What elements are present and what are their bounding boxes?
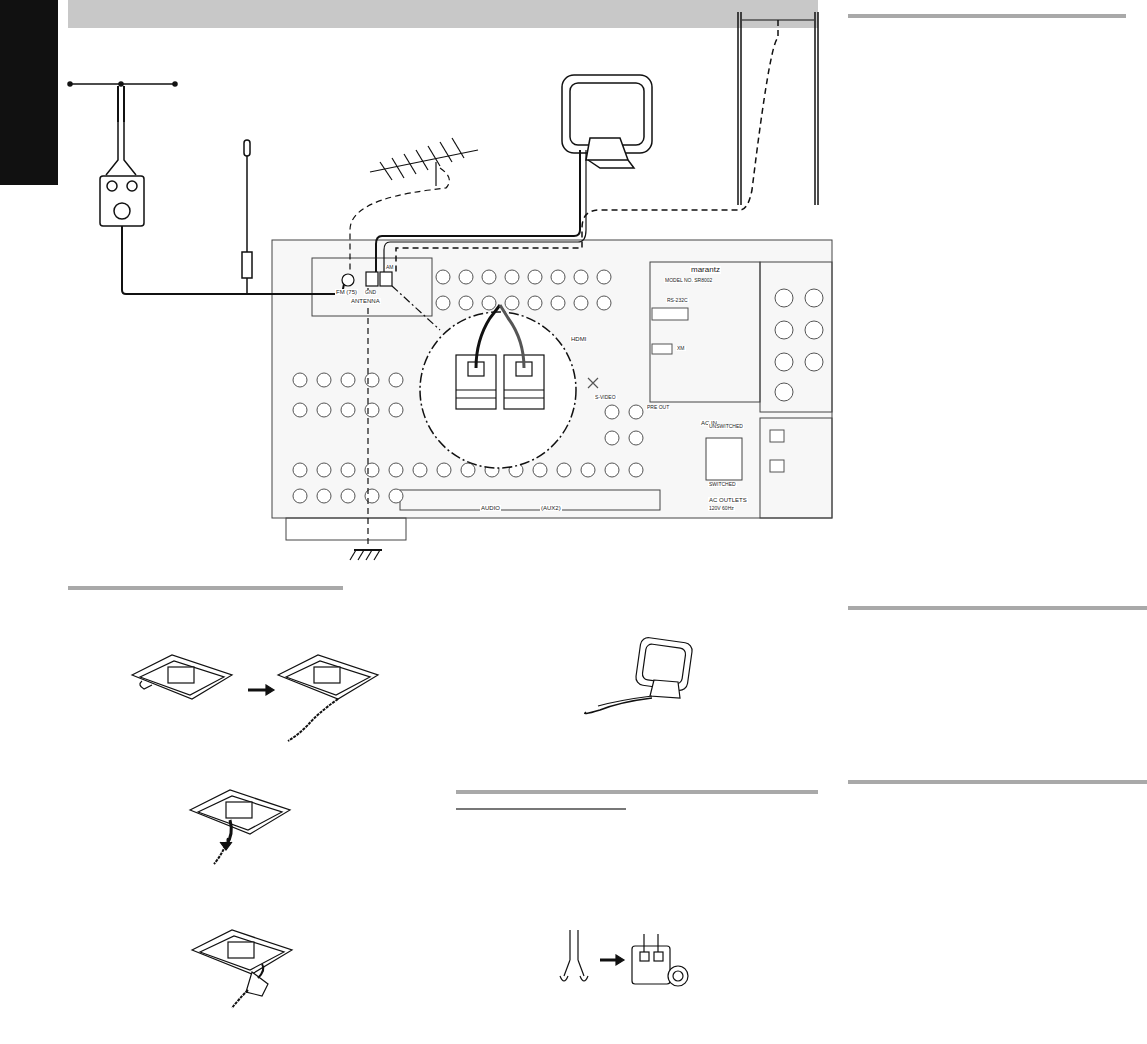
panel-label: GND xyxy=(364,290,377,295)
panel-label: AUDIO xyxy=(480,505,501,511)
panel-label: XM xyxy=(676,346,686,351)
panel-label: 120V 60Hz xyxy=(708,506,735,511)
panel-label: AM xyxy=(385,265,395,270)
panel-label: FM (75) xyxy=(335,289,358,295)
panel-label: HDMI xyxy=(570,336,587,342)
panel-label: PRE OUT xyxy=(646,405,670,410)
panel-label: MODEL NO. SR8002 xyxy=(664,278,713,283)
panel-label: marantz xyxy=(690,266,721,274)
panel-label: ANTENNA xyxy=(350,298,381,304)
panel-label: (AUX2) xyxy=(540,505,562,511)
panel-label: SWITCHED xyxy=(708,482,737,487)
panel-label: UNSWITCHED xyxy=(708,424,744,429)
panel-label: S-VIDEO xyxy=(594,395,617,400)
panel-label: RS-232C xyxy=(666,298,689,303)
panel-label: AC OUTLETS xyxy=(708,497,748,503)
